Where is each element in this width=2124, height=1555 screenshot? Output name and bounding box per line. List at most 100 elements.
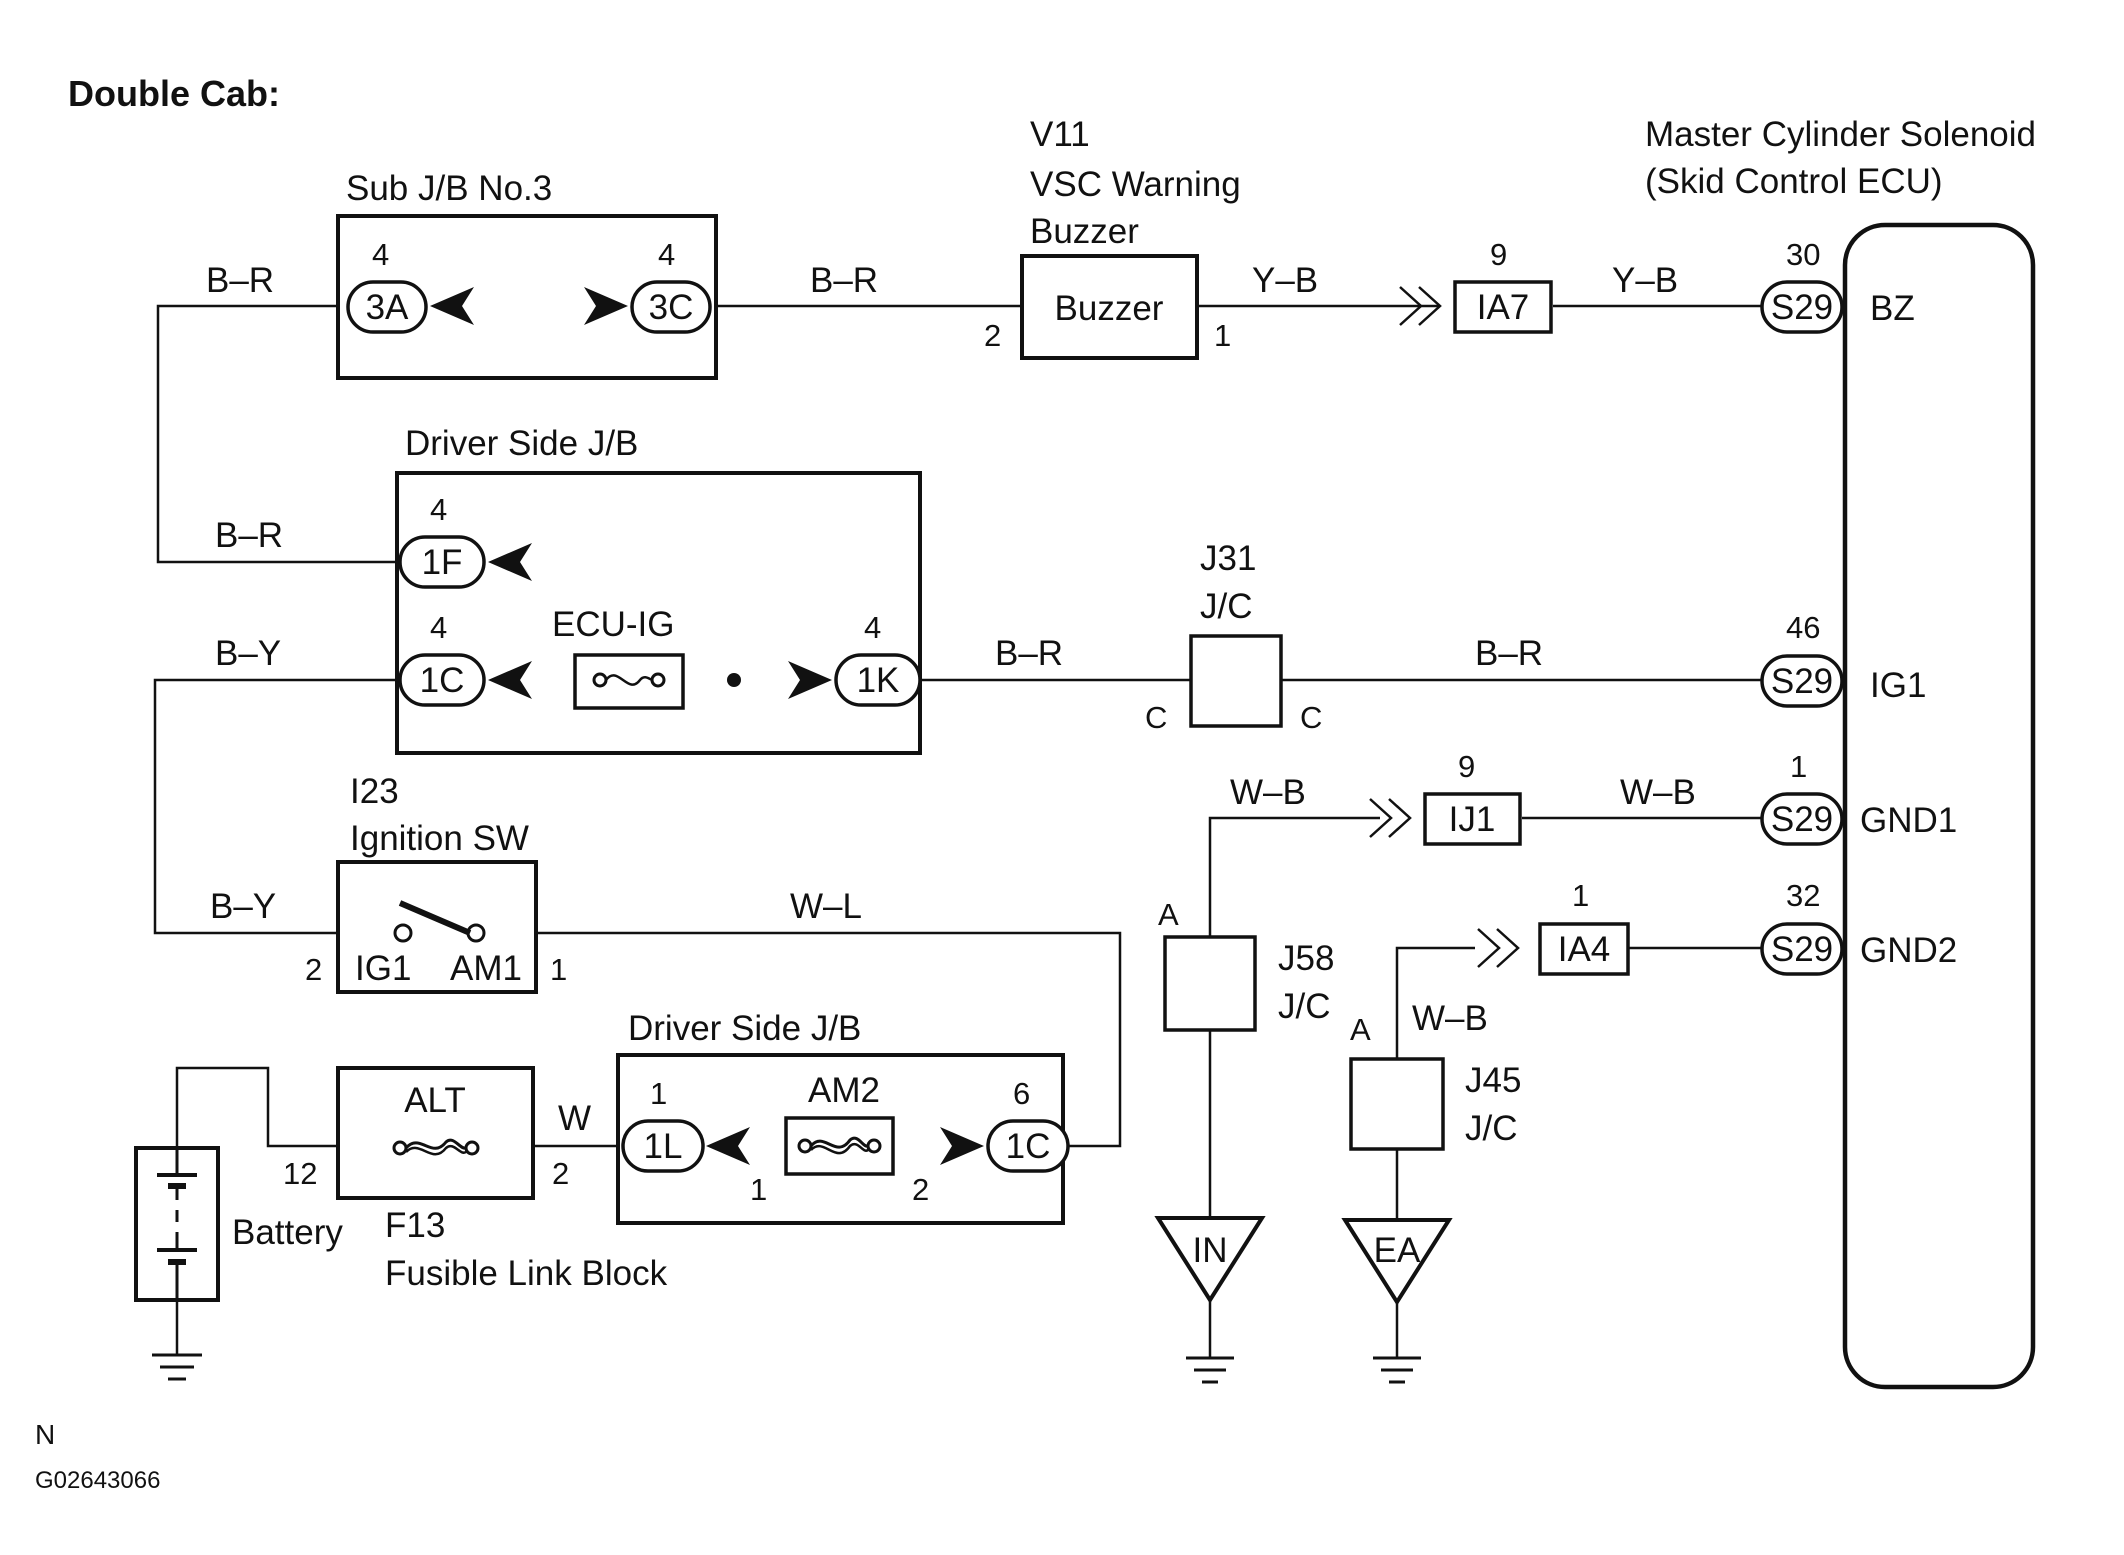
sub-jb3-title: Sub J/B No.3 bbox=[346, 169, 552, 208]
junction-connector-j45: A W–B J45 J/C bbox=[1349, 999, 1521, 1151]
buzzer-id: V11 bbox=[1030, 115, 1090, 154]
double-chevron-icon bbox=[1369, 798, 1412, 838]
code-letter: N bbox=[35, 1419, 55, 1450]
connector-arrow-icon bbox=[584, 287, 628, 325]
diagram-title: Double Cab: bbox=[68, 73, 280, 114]
j58-id: J58 bbox=[1278, 939, 1334, 978]
j58-type: J/C bbox=[1278, 987, 1331, 1026]
figure-id: G02643066 bbox=[35, 1467, 160, 1494]
connector-s29: S29 bbox=[1771, 930, 1833, 969]
driver-jb-bottom-title: Driver Side J/B bbox=[628, 1009, 861, 1048]
driver-side-junction-block-bottom: Driver Side J/B 1 1L AM2 1 2 6 1C bbox=[616, 1009, 1070, 1225]
ground-icon bbox=[1186, 1356, 1234, 1384]
j58-pin: A bbox=[1158, 897, 1179, 932]
wire-label: B–Y bbox=[210, 887, 276, 926]
j31-type: J/C bbox=[1200, 587, 1253, 626]
wire-label: W–B bbox=[1230, 773, 1306, 812]
pin-1f: 4 bbox=[430, 492, 447, 527]
ij1-pin: 9 bbox=[1458, 749, 1475, 784]
fuse-icon bbox=[797, 1136, 882, 1155]
pin-1c: 4 bbox=[430, 610, 447, 645]
skid-control-ecu: Master Cylinder Solenoid (Skid Control E… bbox=[1645, 115, 2036, 1390]
buzzer-pin-in: 2 bbox=[984, 318, 1001, 353]
connector-arrow-icon bbox=[706, 1127, 750, 1165]
buzzer-label: Buzzer bbox=[1055, 289, 1164, 328]
connector-arrow-icon bbox=[488, 543, 532, 581]
fuse-icon bbox=[592, 672, 666, 688]
wire-label: B–R bbox=[215, 516, 283, 555]
ecu-pin-gnd2: 32 bbox=[1786, 878, 1820, 913]
ecu-terminal-ig1: IG1 bbox=[1870, 666, 1926, 705]
j31-pin-left: C bbox=[1145, 700, 1167, 735]
driver-jb-top-title: Driver Side J/B bbox=[405, 424, 638, 463]
ia4-pin: 1 bbox=[1572, 878, 1589, 913]
am2-pin-out: 2 bbox=[912, 1172, 929, 1207]
wire-label: B–Y bbox=[215, 634, 281, 673]
connector-1f: 1F bbox=[422, 543, 463, 582]
am2-pin-in: 1 bbox=[750, 1172, 767, 1207]
ecu-terminal-gnd2: GND2 bbox=[1860, 931, 1957, 970]
driver-side-junction-block-top: Driver Side J/B 4 1F 4 1C ECU-IG 4 1K bbox=[395, 424, 922, 755]
wire-label: Y–B bbox=[1252, 261, 1318, 300]
wire-label: B–R bbox=[810, 261, 878, 300]
connector-1c-bottom: 1C bbox=[1006, 1127, 1051, 1166]
ecu-name-line1: Master Cylinder Solenoid bbox=[1645, 115, 2036, 154]
buzzer-pin-out: 1 bbox=[1214, 318, 1231, 353]
buzzer-name-line2: Buzzer bbox=[1030, 212, 1139, 251]
wire-label: Y–B bbox=[1612, 261, 1678, 300]
fusible-id: F13 bbox=[385, 1206, 445, 1245]
pin-1c-bottom: 6 bbox=[1013, 1076, 1030, 1111]
fusible-link-block: ALT 12 2 F13 Fusible Link Block bbox=[283, 1066, 668, 1293]
fuse-ecu-ig-label: ECU-IG bbox=[552, 605, 675, 644]
j45-type: J/C bbox=[1465, 1109, 1518, 1148]
ecu-pin-gnd1: 1 bbox=[1790, 749, 1807, 784]
fuse-am2-label: AM2 bbox=[808, 1071, 880, 1110]
ground-battery-icon bbox=[152, 1353, 202, 1381]
connector-s29: S29 bbox=[1771, 288, 1833, 327]
pin-1l: 1 bbox=[650, 1076, 667, 1111]
connector-ij1: W–B IJ1 9 bbox=[1230, 749, 1522, 846]
sub-junction-block-3: Sub J/B No.3 4 4 3A 3C bbox=[336, 169, 718, 380]
connector-arrow-icon bbox=[430, 287, 474, 325]
wire-label: W–B bbox=[1412, 999, 1488, 1038]
battery-cell-icon bbox=[157, 1148, 197, 1300]
ecu-terminal-gnd1: GND1 bbox=[1860, 801, 1957, 840]
sub-jb3-pin-left: 4 bbox=[372, 237, 389, 272]
ecu-terminal-bz: BZ bbox=[1870, 289, 1915, 328]
connector-arrow-icon bbox=[488, 661, 532, 699]
ignition-terminal-am1: AM1 bbox=[450, 949, 522, 988]
battery: Battery bbox=[134, 1146, 343, 1302]
connector-3a: 3A bbox=[366, 288, 409, 327]
ignition-pin-left: 2 bbox=[305, 952, 322, 987]
ecu-pin-bz: 30 bbox=[1786, 237, 1820, 272]
sub-jb3-pin-right: 4 bbox=[658, 237, 675, 272]
connector-arrow-icon bbox=[940, 1127, 984, 1165]
ecu-pin-ig1: 46 bbox=[1786, 610, 1820, 645]
ia4-label: IA4 bbox=[1558, 930, 1611, 969]
fuse-alt-label: ALT bbox=[404, 1081, 466, 1120]
fusible-pin-left: 12 bbox=[283, 1156, 317, 1191]
ignition-terminal-ig1: IG1 bbox=[355, 949, 411, 988]
wire-label: W–B bbox=[1620, 773, 1696, 812]
battery-label: Battery bbox=[232, 1213, 343, 1252]
junction-connector-j58: A J58 J/C bbox=[1158, 897, 1334, 1032]
pin-1k: 4 bbox=[864, 610, 881, 645]
connector-s29: S29 bbox=[1771, 662, 1833, 701]
ignition-name: Ignition SW bbox=[350, 819, 529, 858]
ground-point-ea: EA bbox=[1341, 1218, 1453, 1384]
ground-icon bbox=[1373, 1356, 1421, 1384]
ignition-switch: I23 Ignition SW IG1 AM1 2 1 bbox=[305, 772, 567, 994]
wire-label: W–L bbox=[790, 887, 862, 926]
connector-1c-top: 1C bbox=[420, 661, 465, 700]
fusible-pin-right: 2 bbox=[552, 1156, 569, 1191]
connector-ia4: IA4 1 bbox=[1477, 878, 1630, 976]
j31-id: J31 bbox=[1200, 539, 1256, 578]
ignition-pin-right: 1 bbox=[550, 952, 567, 987]
vsc-warning-buzzer: V11 VSC Warning Buzzer Buzzer 2 1 bbox=[984, 115, 1241, 360]
ia7-label: IA7 bbox=[1477, 288, 1530, 327]
wire-label: B–R bbox=[206, 261, 274, 300]
switch-lever-icon bbox=[398, 900, 472, 936]
wire-label: W bbox=[558, 1099, 591, 1138]
wire-label: B–R bbox=[995, 634, 1063, 673]
